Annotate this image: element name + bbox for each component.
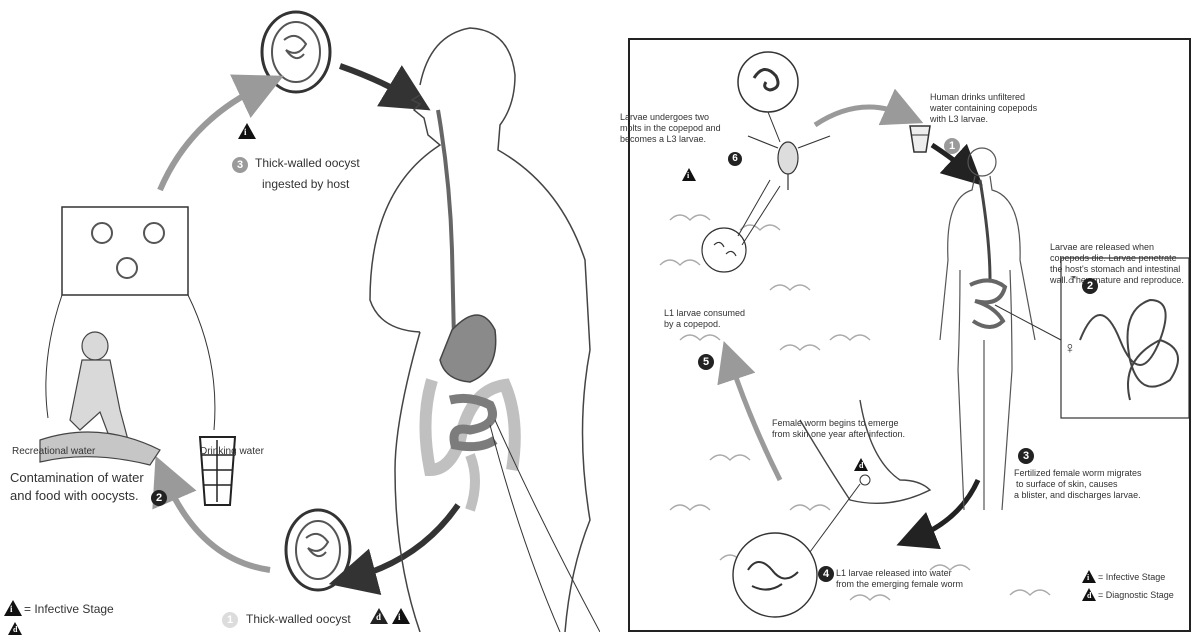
- arrow-to-mouth: [340, 66, 410, 98]
- step-4-badge: 4: [818, 566, 834, 582]
- diagnostic-stage-icon: d: [854, 458, 868, 471]
- diagnostic-stage-icon: d: [370, 608, 388, 624]
- left-diagram-art: [0, 0, 600, 632]
- l1-release-circle: [733, 533, 817, 617]
- l1-larvae-circle: [702, 228, 746, 272]
- step-2-badge: 2: [1082, 278, 1098, 294]
- intestines: [425, 380, 514, 510]
- male-symbol: ♂: [1066, 274, 1078, 288]
- step-2-badge: 2: [151, 490, 167, 506]
- cryptosporidium-lifecycle-panel: i 3 Thick-walled oocyst ingested by host…: [0, 0, 600, 632]
- oocyst-bottom-icon: [286, 510, 350, 590]
- infective-stage-icon-bottom: i: [392, 608, 410, 624]
- step-3-text-line2: ingested by host: [262, 177, 349, 191]
- step-1-text: Thick-walled oocyst: [246, 612, 351, 626]
- step-6-badge: 6: [728, 152, 742, 166]
- oocyst-box: [62, 207, 188, 295]
- step-5-badge: 5: [698, 354, 714, 370]
- copepod-icon: [748, 136, 830, 190]
- legend-infective-icon: i: [1082, 570, 1096, 583]
- legend-infective-icon: i: [4, 600, 22, 616]
- recreational-water-label: Recreational water: [12, 446, 95, 457]
- water-glass-icon: [910, 126, 930, 152]
- legend-diagnostic-text: = Diagnostic Stage: [1098, 590, 1174, 601]
- drinking-water-label: Drinking water: [200, 446, 264, 457]
- oocyst-top-icon: [262, 12, 330, 92]
- legend-diagnostic-icon: d: [8, 622, 22, 635]
- intestines: [970, 280, 1005, 327]
- step-1-badge: 1: [222, 612, 238, 628]
- step-3-text-line1: Thick-walled oocyst: [255, 156, 360, 170]
- female-symbol: ♀: [1064, 342, 1076, 356]
- step-3-badge: 3: [1018, 448, 1034, 464]
- infective-stage-icon: i: [682, 168, 696, 181]
- contamination-text-line1: Contamination of water: [10, 471, 144, 485]
- legend-infective-text: = Infective Stage: [24, 602, 114, 616]
- stomach: [440, 315, 496, 382]
- contamination-text-line2: and food with oocysts.: [10, 489, 139, 503]
- legend-infective-text: = Infective Stage: [1098, 572, 1165, 583]
- infective-stage-icon: i: [238, 123, 256, 139]
- arrow-from-gut: [352, 505, 458, 578]
- l3-larva-circle: [738, 52, 798, 112]
- step-3-badge: 3: [232, 157, 248, 173]
- step-1-badge: 1: [944, 138, 960, 154]
- legend-diagnostic-icon: d: [1082, 588, 1096, 601]
- arrow-to-water-glass: [815, 107, 905, 125]
- foot-outline: [800, 400, 930, 503]
